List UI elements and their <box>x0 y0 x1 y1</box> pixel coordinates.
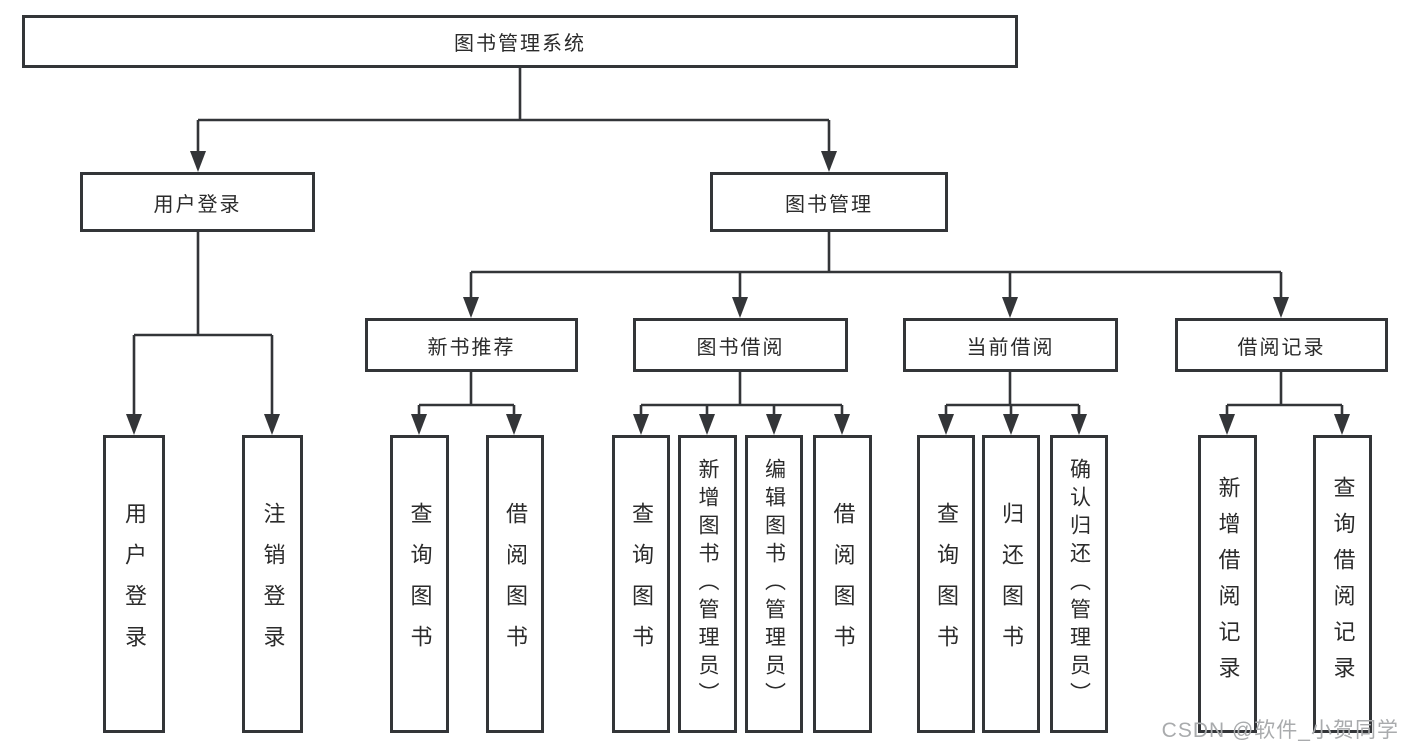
node-label: 查询图书 <box>629 502 654 666</box>
node-root-system: 图书管理系统 <box>22 15 1018 68</box>
node-label: 确认归还（管理员） <box>1067 458 1091 710</box>
node-label: 用户登录 <box>153 193 242 216</box>
arrowhead-icons <box>126 151 1350 435</box>
node-label: 图书借阅 <box>696 336 785 359</box>
node-new-book-recommend: 新书推荐 <box>365 318 578 372</box>
node-label: 图书管理 <box>785 193 873 216</box>
node-label: 新增图书（管理员） <box>696 458 719 710</box>
leaf-confirm-return-admin: 确认归还（管理员） <box>1050 435 1108 733</box>
leaf-add-books-admin: 新增图书（管理员） <box>678 435 737 733</box>
node-current-borrowing: 当前借阅 <box>903 318 1118 372</box>
leaf-query-books-2: 查询图书 <box>612 435 670 733</box>
node-user-login: 用户登录 <box>80 172 315 232</box>
leaf-add-borrow-record: 新增借阅记录 <box>1198 435 1257 733</box>
node-label: 新增借阅记录 <box>1215 476 1241 692</box>
leaf-query-books-3: 查询图书 <box>917 435 975 733</box>
node-borrowing-records: 借阅记录 <box>1175 318 1388 372</box>
node-label: 当前借阅 <box>966 336 1055 359</box>
node-label: 编辑图书（管理员） <box>762 458 786 710</box>
node-label: 借阅图书 <box>503 502 528 666</box>
node-label: 归还图书 <box>999 502 1024 666</box>
node-label: 图书管理系统 <box>454 33 586 55</box>
node-label: 查询图书 <box>407 502 433 666</box>
leaf-return-books: 归还图书 <box>982 435 1040 733</box>
leaf-edit-books-admin: 编辑图书（管理员） <box>745 435 803 733</box>
node-book-borrowing: 图书借阅 <box>633 318 848 372</box>
node-book-management: 图书管理 <box>710 172 948 232</box>
leaf-borrow-books-1: 借阅图书 <box>486 435 544 733</box>
node-label: 注销登录 <box>260 502 286 666</box>
csdn-watermark: CSDN @软件_小贺同学 <box>1161 719 1399 742</box>
node-label: 新书推荐 <box>427 336 516 359</box>
leaf-borrow-books-2: 借阅图书 <box>813 435 872 733</box>
node-label: 查询借阅记录 <box>1330 476 1356 692</box>
leaf-user-login: 用户登录 <box>103 435 165 733</box>
node-label: 查询图书 <box>934 502 959 666</box>
node-label: 用户登录 <box>122 502 147 666</box>
node-label: 借阅图书 <box>830 502 856 666</box>
leaf-logout: 注销登录 <box>242 435 303 733</box>
node-label: 借阅记录 <box>1237 336 1326 359</box>
leaf-query-borrow-record: 查询借阅记录 <box>1313 435 1372 733</box>
leaf-query-books-1: 查询图书 <box>390 435 449 733</box>
